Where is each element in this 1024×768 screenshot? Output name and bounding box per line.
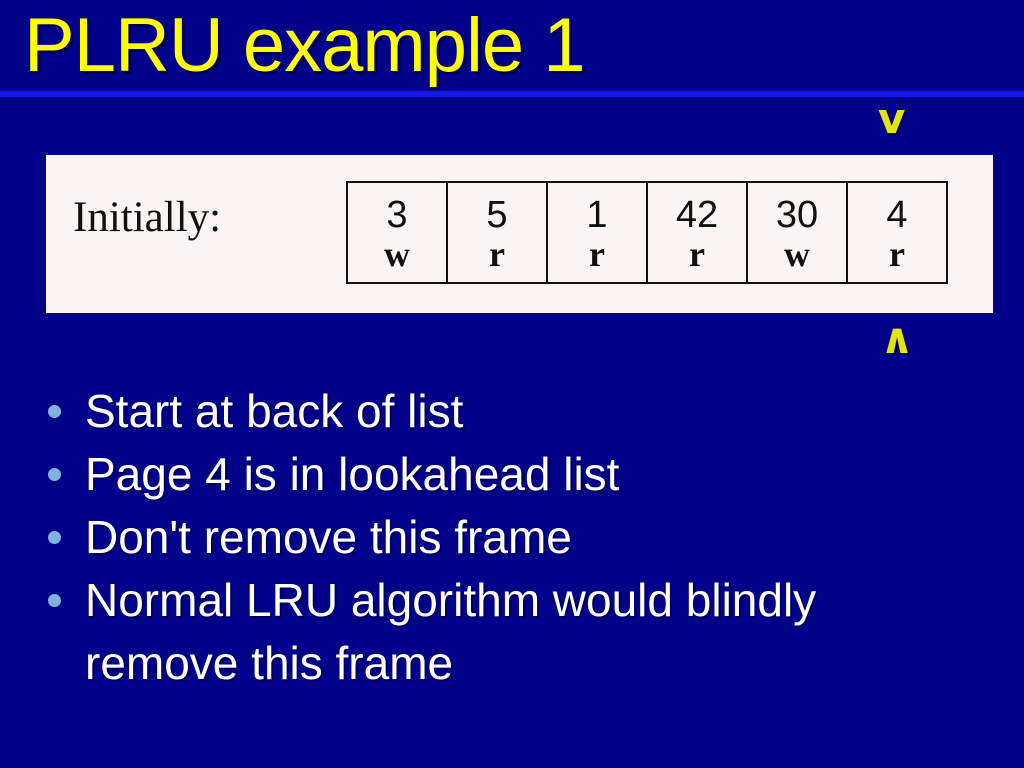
frame-access-flag: w [784, 233, 810, 274]
frame-page-number: 3 [386, 193, 408, 236]
lookahead-pointer-down-icon: v [878, 94, 906, 143]
frame-cell: 4 r [846, 183, 946, 282]
bullet-icon [48, 594, 61, 607]
bullet-list: Start at back of list Page 4 is in looka… [46, 380, 966, 695]
bullet-text: Start at back of list [85, 385, 464, 437]
bullet-text: Don't remove this frame [85, 511, 572, 563]
frame-access-flag: r [489, 233, 505, 274]
bullet-text: Page 4 is in lookahead list [85, 448, 620, 500]
bullet-icon [48, 405, 61, 418]
bullet-text: Normal LRU algorithm would blindly [85, 574, 817, 626]
frame-cell: 42 r [646, 183, 746, 282]
frame-cell: 1 r [546, 183, 646, 282]
frame-access-flag: r [689, 233, 705, 274]
frame-page-number: 30 [775, 193, 819, 236]
frame-access-flag: r [589, 233, 605, 274]
list-item: Start at back of list [46, 380, 966, 443]
frame-page-number: 4 [886, 193, 908, 236]
bullet-icon [48, 531, 61, 544]
frame-page-number: 42 [675, 193, 719, 236]
frame-cell: 3 w [348, 183, 446, 282]
bullet-icon [48, 468, 61, 481]
list-item: Don't remove this frame [46, 506, 966, 569]
initially-label: Initially: [73, 194, 222, 241]
lookahead-pointer-up-icon: ∧ [880, 314, 915, 363]
list-item: Page 4 is in lookahead list [46, 443, 966, 506]
frame-cell: 30 w [746, 183, 846, 282]
list-item: Normal LRU algorithm would blindly remov… [46, 569, 966, 695]
frame-page-number: 5 [486, 193, 508, 236]
frame-list-panel: Initially: 3 w 5 r 1 r 42 r 30 w 4 r [46, 155, 993, 313]
frame-access-flag: w [384, 233, 410, 274]
bullet-text: remove this frame [85, 637, 454, 689]
page-title: PLRU example 1 [24, 3, 585, 88]
frame-page-number: 1 [586, 193, 608, 236]
frame-access-flag: r [889, 233, 905, 274]
frame-table: 3 w 5 r 1 r 42 r 30 w 4 r [346, 181, 948, 284]
title-underline [0, 91, 1024, 97]
frame-cell: 5 r [446, 183, 546, 282]
